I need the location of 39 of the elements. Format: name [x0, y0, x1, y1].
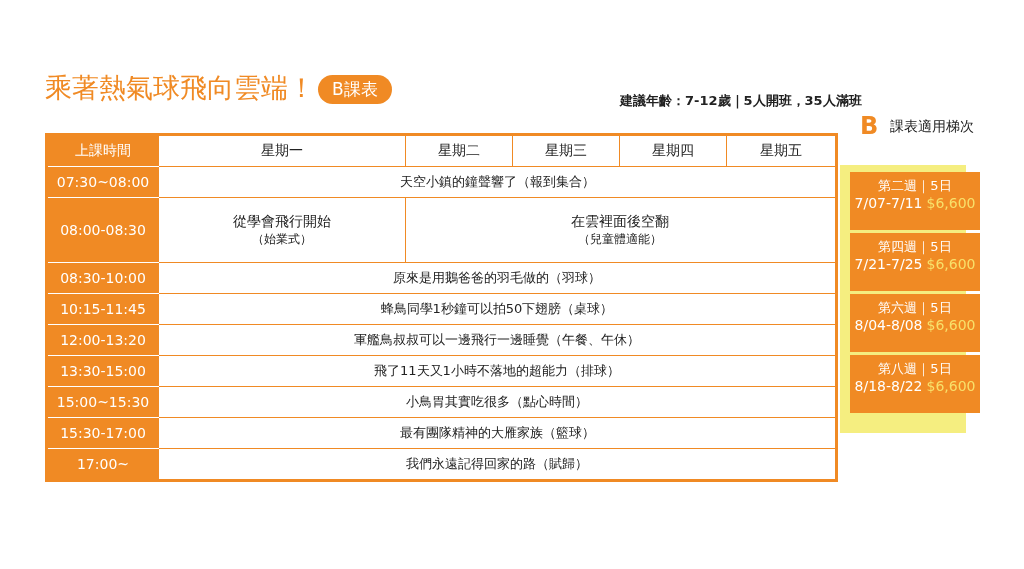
session-card	[850, 172, 980, 230]
time-cell: 12:00-13:20	[46, 324, 159, 356]
column-header: 上課時間	[46, 134, 159, 167]
week-label: 第八週｜5日	[877, 360, 953, 378]
info-text: 建議年齡：7-12歲｜5人開班，35人滿班	[620, 92, 862, 110]
time-cell: 10:15-11:45	[46, 293, 159, 325]
price: $6,600	[926, 378, 976, 394]
time-cell: 15:00~15:30	[46, 386, 159, 418]
session-card	[850, 294, 980, 352]
schedule-tag: B課表	[318, 75, 392, 104]
day-header: 星期二	[405, 134, 513, 167]
price: $6,600	[926, 317, 976, 333]
time-cell: 15:30-17:00	[46, 417, 159, 449]
date-range: 8/18-8/22	[854, 378, 923, 394]
date-range: 8/04-8/08	[854, 317, 923, 333]
price: $6,600	[926, 256, 976, 272]
time-cell: 08:30-10:00	[46, 262, 159, 294]
day-header: 星期四	[619, 134, 727, 167]
heading-letter: B	[860, 112, 879, 140]
time-cell: 17:00~	[46, 448, 159, 481]
time-cell: 13:30-15:00	[46, 355, 159, 387]
activity-note: （始業式）	[250, 230, 313, 248]
date-range: 7/07-7/11	[854, 195, 923, 211]
week-label: 第二週｜5日	[877, 177, 953, 195]
title: 乘著熱氣球飛向雲端！	[45, 71, 315, 105]
time-cell: 07:30~08:00	[46, 166, 159, 198]
session-card	[850, 233, 980, 291]
activity-note: （兒童體適能）	[577, 230, 664, 248]
date-range: 7/21-7/25	[854, 256, 923, 272]
week-label: 第四週｜5日	[877, 238, 953, 256]
side-heading: 課表適用梯次	[890, 118, 974, 136]
activity-name: 在雲裡面後空翻	[570, 212, 671, 231]
time-cell: 08:00-08:30	[46, 197, 159, 263]
price: $6,600	[926, 195, 976, 211]
session-card	[850, 355, 980, 413]
week-label: 第六週｜5日	[877, 299, 953, 317]
activity-name: 從學會飛行開始	[231, 212, 332, 231]
day-header: 星期一	[158, 134, 406, 167]
day-header: 星期三	[512, 134, 620, 167]
